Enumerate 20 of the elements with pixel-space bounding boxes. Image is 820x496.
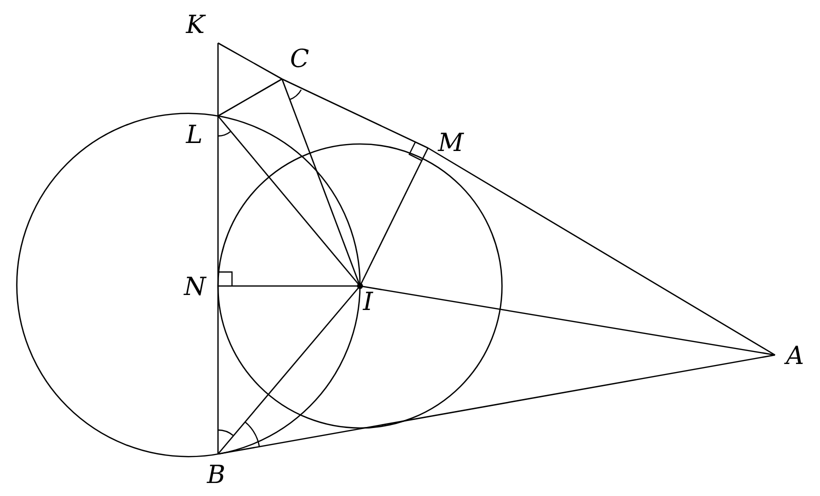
line-segment: [428, 147, 776, 356]
point-label: C: [290, 46, 310, 71]
point-label: K: [186, 12, 205, 37]
line-segment: [218, 286, 360, 454]
line-segment: [217, 116, 219, 286]
line-segment: [217, 286, 219, 454]
line-segment: [218, 42, 282, 80]
line-segment: [218, 78, 282, 117]
point-label: I: [363, 289, 373, 314]
line-segment: [282, 78, 428, 149]
line-segment: [218, 285, 360, 287]
line-segment: [217, 43, 219, 116]
point-label: L: [186, 122, 203, 147]
line-segment: [218, 116, 360, 286]
line-segment: [218, 354, 776, 455]
point-label: N: [184, 274, 206, 299]
point-label: B: [207, 462, 226, 487]
point-label: A: [786, 343, 804, 368]
line-segment: [359, 148, 429, 286]
point-label: M: [438, 130, 464, 155]
